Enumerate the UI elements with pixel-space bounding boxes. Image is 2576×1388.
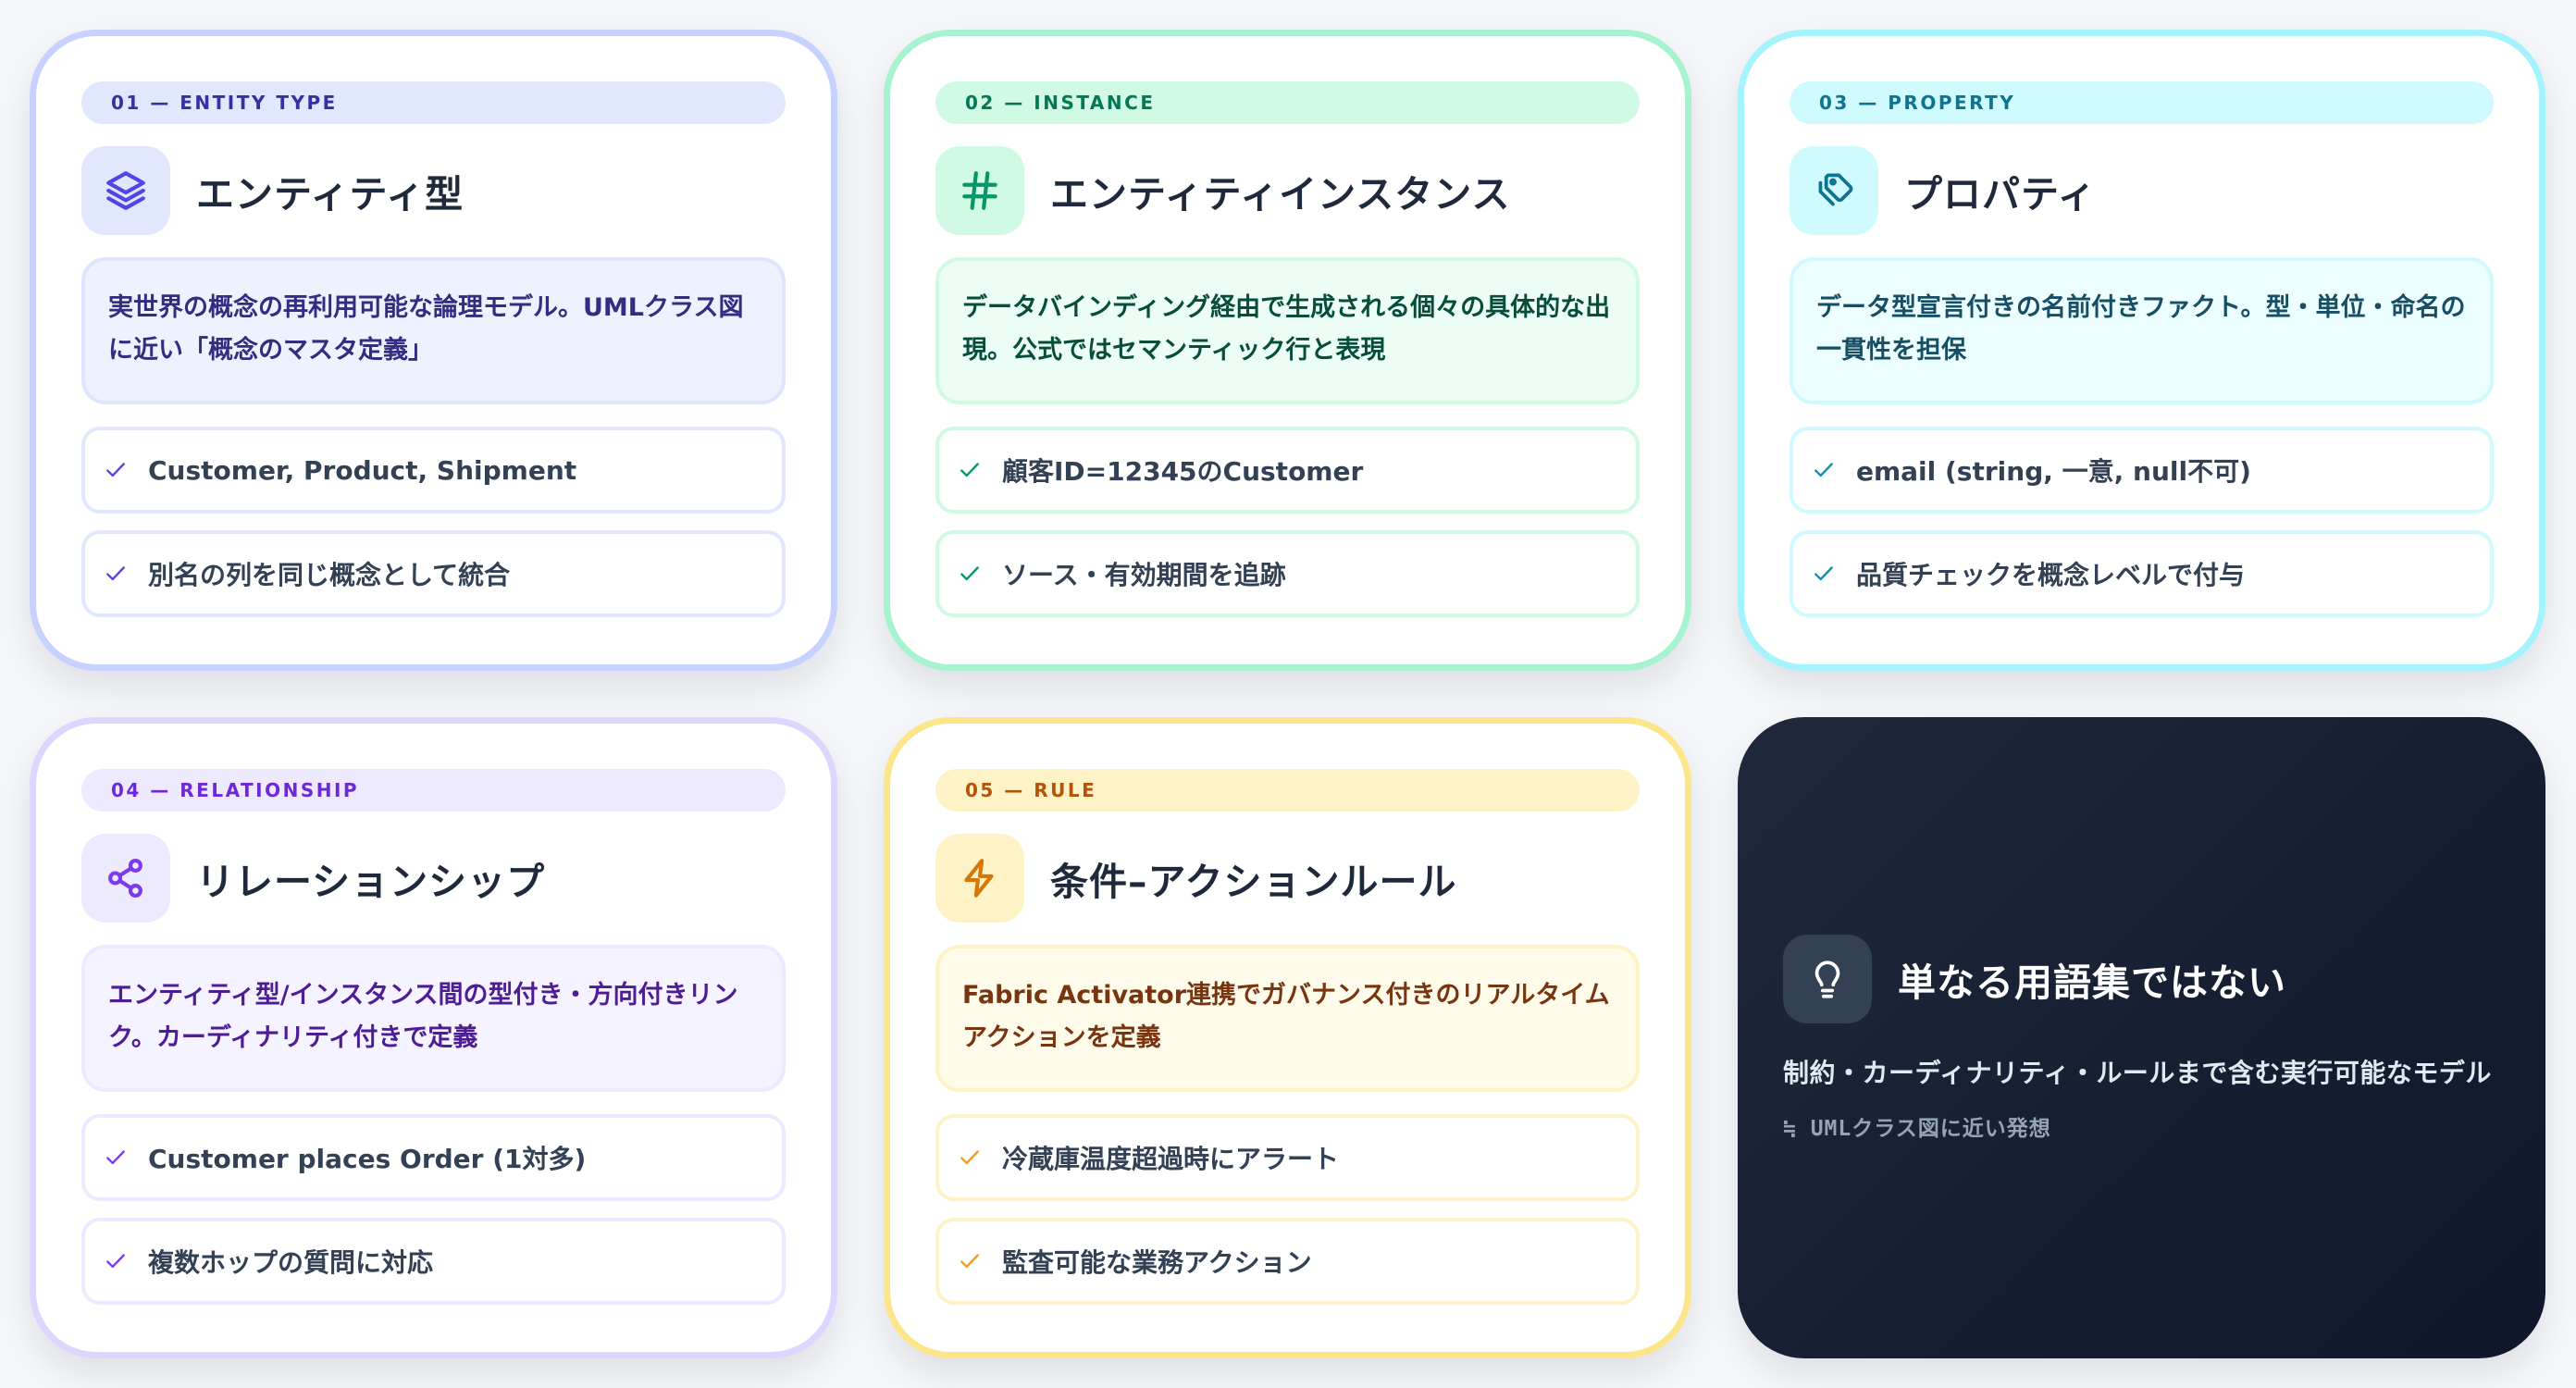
list-item: 監査可能な業務アクション xyxy=(935,1218,1640,1305)
share-nodes-icon xyxy=(81,834,170,923)
list-item: ソース・有効期間を追跡 xyxy=(935,530,1640,617)
list-item-text: email (string, 一意, null不可) xyxy=(1856,456,2251,487)
check-icon xyxy=(106,1150,125,1165)
card-property: 03 — PROPERTY プロパティ データ型宣言付きの名前付きファクト。型・… xyxy=(1738,30,2545,671)
list-item-text: Customer, Product, Shipment xyxy=(148,454,577,486)
list-item: Customer, Product, Shipment xyxy=(81,427,786,514)
lightning-bolt-icon xyxy=(935,834,1024,923)
check-icon xyxy=(106,566,125,581)
card-title: リレーションシップ xyxy=(196,860,546,904)
card-title: 条件–アクションルール xyxy=(1050,860,1457,904)
card-description: データ型宣言付きの名前付きファクト。型・単位・命名の一貫性を担保 xyxy=(1790,257,2494,404)
list-item: 別名の列を同じ概念として統合 xyxy=(81,530,786,617)
card-instance: 02 — INSTANCE エンティティインスタンス データバインディング経由で… xyxy=(884,30,1691,671)
card-description: 実世界の概念の再利用可能な論理モデル。UMLクラス図に近い「概念のマスタ定義」 xyxy=(81,257,786,404)
card-label: 01 — ENTITY TYPE xyxy=(81,81,786,124)
hash-icon xyxy=(935,146,1024,235)
card-label: 04 — RELATIONSHIP xyxy=(81,769,786,812)
summary-note: ≒ UMLクラス図に近い発想 xyxy=(1783,1116,2051,1141)
check-icon xyxy=(106,463,125,477)
list-item: email (string, 一意, null不可) xyxy=(1790,427,2494,514)
list-item: 複数ホップの質問に対応 xyxy=(81,1218,786,1305)
card-rule: 05 — RULE 条件–アクションルール Fabric Activator連携… xyxy=(884,717,1691,1358)
list-item-text: 品質チェックを概念レベルで付与 xyxy=(1856,560,2246,590)
card-description: Fabric Activator連携でガバナンス付きのリアルタイムアクションを定… xyxy=(935,945,1640,1092)
list-item-text: 複数ホップの質問に対応 xyxy=(148,1247,434,1278)
card-title: エンティティインスタンス xyxy=(1050,172,1511,217)
check-icon xyxy=(960,566,979,581)
check-icon xyxy=(1814,566,1833,581)
list-item-text: 冷蔵庫温度超過時にアラート xyxy=(1002,1144,1340,1174)
check-icon xyxy=(960,463,979,477)
card-description: データバインディング経由で生成される個々の具体的な出現。公式ではセマンティック行… xyxy=(935,257,1640,404)
ontology-concepts-grid: 01 — ENTITY TYPE エンティティ型 実世界の概念の再利用可能な論理… xyxy=(30,30,2546,1358)
list-item-text: 別名の列を同じ概念として統合 xyxy=(148,560,511,590)
card-label: 05 — RULE xyxy=(935,769,1640,812)
list-item-text: 顧客ID=12345のCustomer xyxy=(1002,456,1364,487)
list-item-text: 監査可能な業務アクション xyxy=(1002,1247,1312,1278)
card-relationship: 04 — RELATIONSHIP リレーションシップ エンティティ型/インスタ… xyxy=(30,717,837,1358)
summary-card: 単なる用語集ではない 制約・カーディナリティ・ルールまで含む実行可能なモデル ≒… xyxy=(1738,717,2545,1358)
check-icon xyxy=(1814,463,1833,477)
summary-title: 単なる用語集ではない xyxy=(1898,960,2286,1005)
list-item-text: Customer places Order (1対多) xyxy=(148,1144,587,1174)
list-item-text: ソース・有効期間を追跡 xyxy=(1002,560,1286,590)
check-icon xyxy=(106,1254,125,1269)
card-title: プロパティ xyxy=(1904,172,2097,217)
layers-icon xyxy=(81,146,170,235)
tags-icon xyxy=(1790,146,1878,235)
lightbulb-icon xyxy=(1783,934,1872,1023)
list-item: 顧客ID=12345のCustomer xyxy=(935,427,1640,514)
check-icon xyxy=(960,1254,979,1269)
card-description: エンティティ型/インスタンス間の型付き・方向付きリンク。カーディナリティ付きで定… xyxy=(81,945,786,1092)
list-item: Customer places Order (1対多) xyxy=(81,1114,786,1201)
card-label: 02 — INSTANCE xyxy=(935,81,1640,124)
card-entity-type: 01 — ENTITY TYPE エンティティ型 実世界の概念の再利用可能な論理… xyxy=(30,30,837,671)
check-icon xyxy=(960,1150,979,1165)
summary-subtitle: 制約・カーディナリティ・ルールまで含む実行可能なモデル xyxy=(1783,1057,2492,1088)
list-item: 品質チェックを概念レベルで付与 xyxy=(1790,530,2494,617)
card-title: エンティティ型 xyxy=(196,172,464,217)
card-label: 03 — PROPERTY xyxy=(1790,81,2494,124)
list-item: 冷蔵庫温度超過時にアラート xyxy=(935,1114,1640,1201)
